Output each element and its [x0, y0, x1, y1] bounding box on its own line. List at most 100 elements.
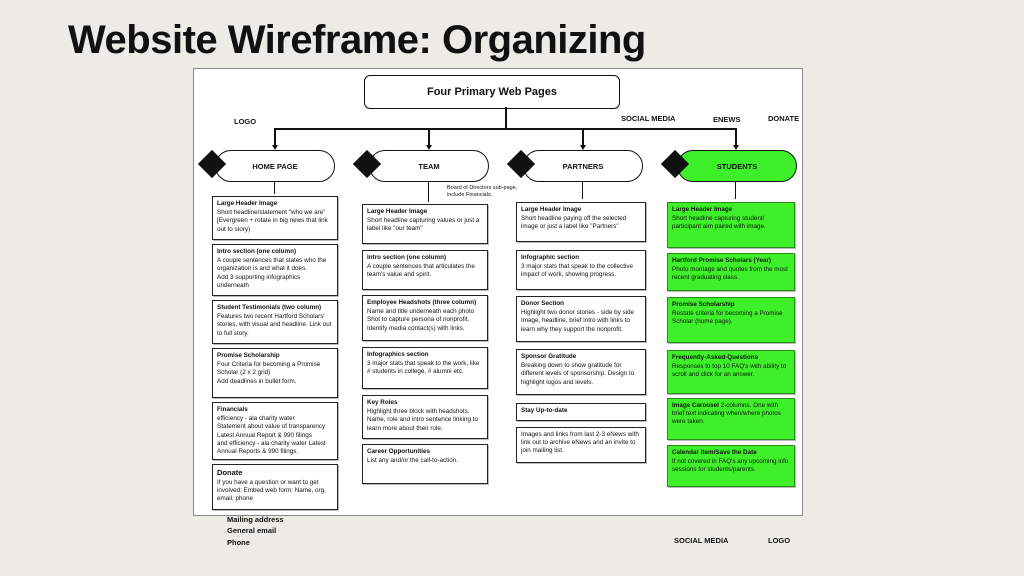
- card-body: Responses to top 10 FAQ's with ability t…: [672, 363, 787, 379]
- arrow-head-students: [733, 145, 739, 150]
- connector-home-cards: [274, 182, 276, 194]
- card-body: 3 major stats that speak to the collecti…: [521, 263, 634, 279]
- card-body: If not covered in FAQ's any upcoming inf…: [672, 458, 789, 474]
- card-body: Short headline capturing student/ partic…: [672, 215, 766, 231]
- connector-horizontal: [274, 128, 736, 130]
- card-heading: Career Opportunities: [367, 448, 430, 455]
- card-body: 2-columns. One with brief text indicatin…: [672, 402, 781, 426]
- footer-social-label: SOCIAL MEDIA: [674, 536, 729, 545]
- card-body: Restate criteria for becoming a Promise …: [672, 310, 783, 326]
- card-heading: Student Testimonials (two column): [217, 304, 322, 311]
- card-body: Breaking down to show gratitude for diff…: [521, 362, 635, 386]
- partners-card-infographic: Infographic section 3 major stats that sp…: [516, 250, 646, 290]
- header-enews-label: ENEWS: [713, 115, 741, 124]
- card-body: Name and title underneath each photo Sho…: [367, 308, 475, 332]
- home-card-testimonials: Student Testimonials (two column) Feature…: [212, 300, 338, 344]
- partners-card-stay-updated: Stay Up-to-date: [516, 403, 646, 421]
- page-title: Website Wireframe: Organizing: [68, 18, 646, 62]
- card-body: Highlight two donor stories - side by si…: [521, 309, 635, 333]
- students-card-carousel: Image Carousel 2-columns. One with brief…: [667, 398, 795, 440]
- card-heading: Infographic section: [521, 254, 580, 261]
- students-card-scholars: Hartford Promise Scholars (Year) Photo mo…: [667, 253, 795, 291]
- card-body: efficiency - ala charity water Statement…: [217, 415, 326, 455]
- header-social-label: SOCIAL MEDIA: [621, 114, 676, 123]
- connector-partners: [582, 128, 584, 148]
- connector-students-cards: [735, 182, 737, 199]
- header-logo-label: LOGO: [234, 117, 257, 126]
- card-heading: Intro section (one column): [217, 248, 297, 255]
- footer-logo-label: LOGO: [768, 536, 791, 545]
- card-heading: Donor Section: [521, 300, 565, 307]
- connector-home: [274, 128, 276, 148]
- card-body: Images and links from last 2-3 eNews wit…: [521, 431, 639, 455]
- connector-partners-cards: [582, 182, 584, 199]
- connector-trunk: [505, 107, 507, 129]
- card-heading: Large Header Image: [521, 206, 582, 213]
- card-heading: Calendar Item/Save the Date: [672, 449, 757, 456]
- card-body: Highlight three block with headshots. Na…: [367, 408, 478, 432]
- connector-students: [735, 128, 737, 148]
- header-donate-label: DONATE: [768, 114, 800, 123]
- footer-phone: Phone: [227, 537, 250, 547]
- card-heading: Hartford Promise Scholars (Year): [672, 257, 772, 264]
- pill-home-page: HOME PAGE: [215, 150, 335, 182]
- home-card-intro: Intro section (one column) A couple sente…: [212, 244, 338, 296]
- footer-contact: Mailing address General email Phone: [227, 514, 284, 548]
- connector-team-cards: [428, 182, 430, 202]
- card-heading: Intro section (one column): [367, 254, 447, 261]
- card-body: A couple sentences that states who the o…: [217, 257, 327, 289]
- card-body: Short headline/statement "who we are" [E…: [217, 209, 328, 233]
- students-card-calendar: Calendar Item/Save the Date If not covere…: [667, 445, 795, 487]
- pill-partners: PARTNERS: [523, 150, 643, 182]
- card-heading: Sponsor Gratitude: [521, 353, 577, 360]
- card-heading: Large Header Image: [672, 206, 733, 213]
- card-heading: Financials: [217, 406, 248, 413]
- card-heading: Large Header Image: [217, 200, 278, 207]
- card-heading: Large Header Image: [367, 208, 428, 215]
- card-body: List any and/or the call-to-action.: [367, 457, 459, 465]
- team-card-infographics: Infographics section 3 major stats that s…: [362, 347, 488, 389]
- card-heading: Donate: [217, 468, 243, 477]
- footer-mailing-address: Mailing address: [227, 515, 284, 524]
- arrow-head-home: [272, 145, 278, 150]
- card-body: If you have a question or want to get in…: [217, 478, 326, 503]
- top-box-primary-pages: Four Primary Web Pages: [364, 75, 620, 109]
- team-card-intro: Intro section (one column) A couple sente…: [362, 250, 488, 290]
- partners-card-enews: Images and links from last 2-3 eNews wit…: [516, 427, 646, 463]
- card-heading: Infographics section: [367, 351, 429, 358]
- team-card-headshots: Employee Headshots (three column) Name an…: [362, 295, 488, 341]
- team-subpage-note: Board of Directors sub-page, include Fin…: [447, 185, 518, 198]
- card-heading: Key Roles: [367, 399, 398, 406]
- card-heading: Promise Scholarship: [672, 301, 735, 308]
- card-body: Photo montage and quotes from the most r…: [672, 266, 788, 282]
- card-heading: Image Carousel: [672, 402, 719, 409]
- arrow-head-team: [426, 145, 432, 150]
- arrow-head-partners: [580, 145, 586, 150]
- pill-students: STUDENTS: [677, 150, 797, 182]
- pill-team: TEAM: [369, 150, 489, 182]
- card-heading: Stay Up-to-date: [521, 407, 568, 414]
- card-heading: Frequently-Asked-Questions: [672, 354, 759, 361]
- connector-team: [428, 128, 430, 148]
- card-body: 3 major stats that speak to the work, li…: [367, 360, 480, 376]
- card-body: A couple sentences that articulates the …: [367, 263, 475, 279]
- footer-general-email: General email: [227, 526, 277, 536]
- card-heading: Employee Headshots (three column): [367, 299, 477, 306]
- card-body: Short headline capturing values or just …: [367, 217, 480, 233]
- card-body: Features two recent Hartford Scholars' s…: [217, 313, 332, 337]
- card-body: Four Criteria for becoming a Promise Sch…: [217, 361, 321, 385]
- home-card-financials: Financials efficiency - ala charity water…: [212, 402, 338, 460]
- card-body: Short headline paying off the selected i…: [521, 215, 627, 231]
